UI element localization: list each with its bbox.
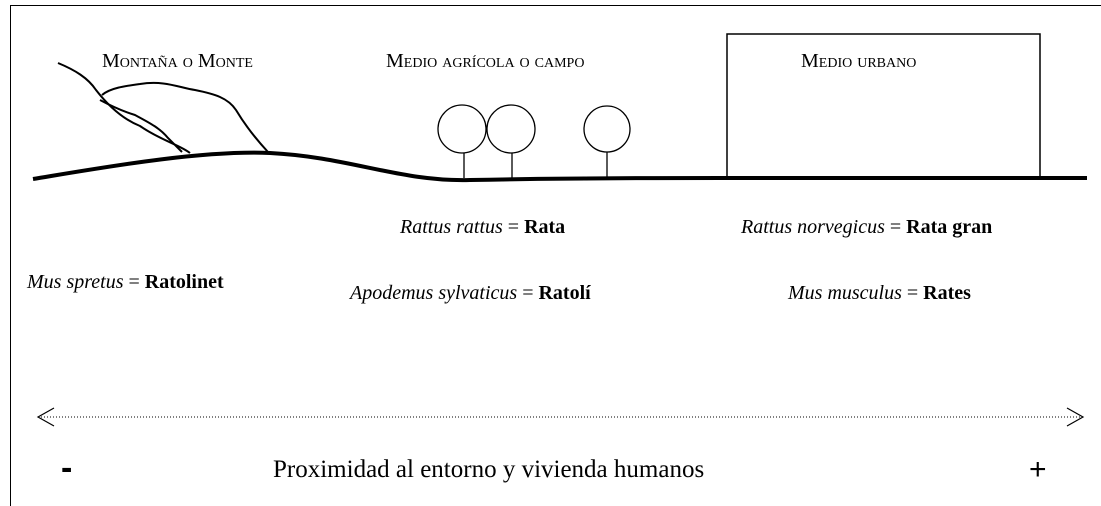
species-common-name: Rata gran bbox=[906, 216, 993, 238]
ground-line bbox=[32, 150, 1087, 183]
tree-3 bbox=[583, 105, 631, 178]
minus-sign: - bbox=[61, 449, 73, 487]
mountain-inner-ridge bbox=[99, 99, 183, 153]
species-mus-spretus: Mus spretus = Ratolinet bbox=[27, 271, 224, 294]
species-equals: = bbox=[123, 271, 145, 293]
habitat-urban-label: Medio urbano bbox=[801, 50, 917, 72]
species-common-name: Rata bbox=[524, 216, 566, 238]
species-scientific-name: Rattus norvegicus bbox=[741, 216, 885, 238]
species-equals: = bbox=[502, 216, 525, 238]
species-scientific-name: Mus spretus bbox=[27, 271, 124, 293]
species-equals: = bbox=[517, 282, 539, 304]
habitat-mountain-label: Montaña o Monte bbox=[102, 50, 253, 72]
species-mus-musculus: Mus musculus = Rates bbox=[788, 282, 971, 305]
plus-sign: + bbox=[1029, 453, 1047, 486]
habitat-agricultural-label: Medio agrícola o campo bbox=[386, 50, 585, 72]
arrow-right-head bbox=[1066, 407, 1085, 427]
species-common-name: Ratolí bbox=[538, 282, 591, 304]
species-rattus-rattus: Rattus rattus = Rata bbox=[400, 216, 565, 239]
species-scientific-name: Rattus rattus bbox=[400, 216, 503, 238]
tree-2 bbox=[486, 104, 536, 178]
tree-1 bbox=[437, 104, 487, 178]
species-scientific-name: Mus musculus bbox=[788, 282, 902, 304]
species-equals: = bbox=[901, 282, 924, 304]
mountain-ridge bbox=[101, 81, 269, 153]
mountain-outline bbox=[57, 62, 191, 154]
species-rattus-norvegicus: Rattus norvegicus = Rata gran bbox=[741, 216, 992, 239]
diagram-frame bbox=[10, 5, 1101, 506]
species-scientific-name: Apodemus sylvaticus bbox=[350, 282, 518, 304]
urban-building bbox=[726, 33, 1041, 179]
species-equals: = bbox=[884, 216, 907, 238]
species-common-name: Rates bbox=[923, 282, 971, 304]
species-common-name: Ratolinet bbox=[144, 271, 224, 293]
species-apodemus-sylvaticus: Apodemus sylvaticus = Ratolí bbox=[350, 282, 591, 305]
arrow-left-head bbox=[36, 407, 55, 427]
proximity-caption: Proximidad al entorno y vivienda humanos bbox=[273, 456, 705, 483]
